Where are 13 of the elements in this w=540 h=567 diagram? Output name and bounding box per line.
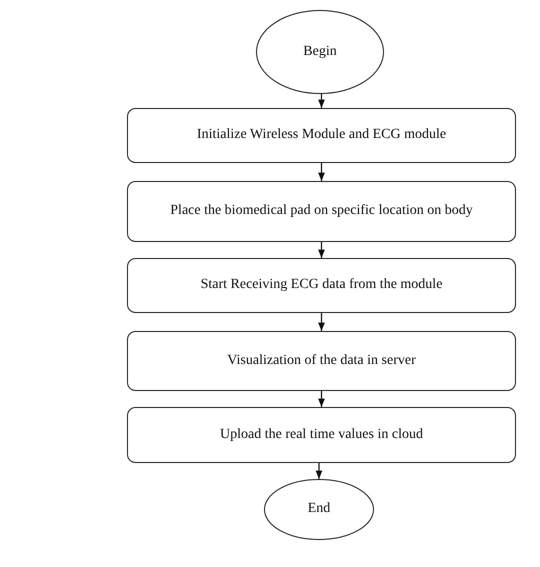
arrow — [318, 163, 325, 181]
step-text: Upload the real time values in cloud — [220, 426, 423, 444]
step-text: Visualization of the data in server — [227, 352, 416, 370]
step-text: End — [308, 501, 330, 518]
arrow — [316, 463, 322, 479]
arrow — [318, 242, 325, 258]
arrow — [318, 94, 325, 108]
arrow — [318, 313, 325, 331]
arrow — [318, 391, 325, 407]
step-text: Initialize Wireless Module and ECG module — [196, 127, 446, 144]
step-text: Begin — [303, 44, 337, 60]
step-text: Place the biomedical pad on specific location on body — [170, 203, 473, 220]
step-text: Start Receiving ECG data from the module — [200, 277, 442, 294]
